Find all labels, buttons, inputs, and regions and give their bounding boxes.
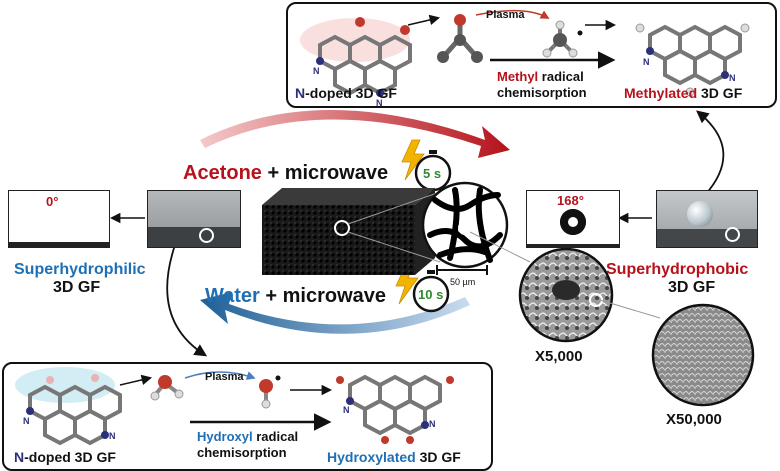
- sample-surface: [657, 229, 757, 247]
- superhydrophobic-sub-label: 3D GF: [668, 279, 716, 296]
- superhydrophilic-sample-photo: [147, 190, 241, 248]
- top-panel-frame: [286, 2, 777, 108]
- panel-top-arrow-small-1: [407, 14, 441, 26]
- zoom-marker-circle: [199, 228, 214, 243]
- n-atom-label: N: [429, 419, 436, 429]
- graphene-molecule-bottom-right: [336, 374, 454, 444]
- contact-angle-frame-168: [526, 190, 620, 248]
- n-atom-label: N: [729, 73, 736, 83]
- scale-bar-label: 50 µm: [450, 277, 476, 287]
- n-atom-label: N: [313, 66, 320, 76]
- contact-angle-0-label: 0°: [46, 194, 59, 209]
- bottom-right-caption: Hydroxylated 3D GF: [327, 449, 461, 465]
- methyl-step-line2: chemisorption: [497, 85, 587, 100]
- water-microwave-label: Water + microwave: [205, 285, 387, 307]
- graphene-molecule-top-right: [635, 23, 750, 97]
- sem-image-x5000: [469, 231, 614, 343]
- water-molecule: [150, 375, 184, 401]
- water-droplet: [560, 209, 586, 235]
- n-atom-label: N: [643, 57, 650, 67]
- sample-surface: [148, 227, 240, 247]
- hydroxyl-step-line1: Hydroxyl radical: [197, 429, 299, 444]
- graphene-foam-block: [262, 188, 435, 275]
- scale-bar: [436, 265, 488, 275]
- superhydrophilic-sub-label: 3D GF: [53, 279, 101, 296]
- water-process-arrow: [200, 292, 470, 334]
- magnification-x50000: X50,000: [666, 411, 722, 428]
- panel-bottom-arrow-small-1: [119, 374, 153, 386]
- n-atom-label: N: [109, 431, 116, 441]
- graphene-molecule-top-left: [300, 17, 412, 97]
- foam-network-zoom: [347, 181, 509, 269]
- droplet-on-sample: [687, 201, 713, 227]
- hydroxyl-step-line2: chemisorption: [197, 445, 287, 460]
- acetone-microwave-label: Acetone + microwave: [183, 162, 389, 184]
- substrate-line: [527, 244, 619, 247]
- methyl-radical: [542, 20, 583, 58]
- arrow-to-bottom-panel: [166, 244, 208, 357]
- methyl-step-line1: Methyl radical: [497, 69, 584, 84]
- superhydrophobic-label: Superhydrophobic: [606, 261, 749, 278]
- sem-image-x50000: [599, 299, 755, 407]
- water-film: [9, 242, 109, 247]
- graphene-molecule-bottom-left: [15, 367, 122, 446]
- plasma-arrow-top: [475, 9, 550, 19]
- acetone-molecule: [437, 14, 483, 63]
- contact-angle-frame-0: [8, 190, 110, 248]
- top-left-caption: N-doped 3D GF: [295, 85, 397, 101]
- plasma-arrow-bottom: [184, 371, 256, 380]
- hydroxyl-radical: [259, 375, 281, 409]
- plasma-label-bottom: Plasma: [205, 371, 244, 383]
- magnification-x5000: X5,000: [535, 348, 583, 365]
- lightning-bolt-icon-top: [401, 139, 425, 181]
- superhydrophobic-sample-photo: [656, 190, 758, 248]
- timer-icon-bottom: [412, 270, 450, 313]
- plasma-label-top: Plasma: [486, 9, 525, 21]
- bottom-panel-frame: [2, 362, 493, 471]
- superhydrophilic-label: Superhydrophilic: [14, 261, 146, 278]
- arrow-to-top-panel: [696, 110, 725, 196]
- top-right-caption: Methylated 3D GF: [624, 85, 743, 101]
- contact-angle-168-label: 168°: [557, 193, 584, 208]
- bottom-left-caption: N-doped 3D GF: [14, 449, 116, 465]
- timer-label-top: 5 s: [423, 166, 442, 181]
- n-atom-label: N: [23, 416, 30, 426]
- n-atom-label: N: [343, 405, 350, 415]
- zoom-marker-circle: [725, 227, 740, 242]
- timer-label-bottom: 10 s: [418, 287, 444, 302]
- acetone-process-arrow: [200, 110, 510, 158]
- n-atom-label: N: [376, 98, 383, 108]
